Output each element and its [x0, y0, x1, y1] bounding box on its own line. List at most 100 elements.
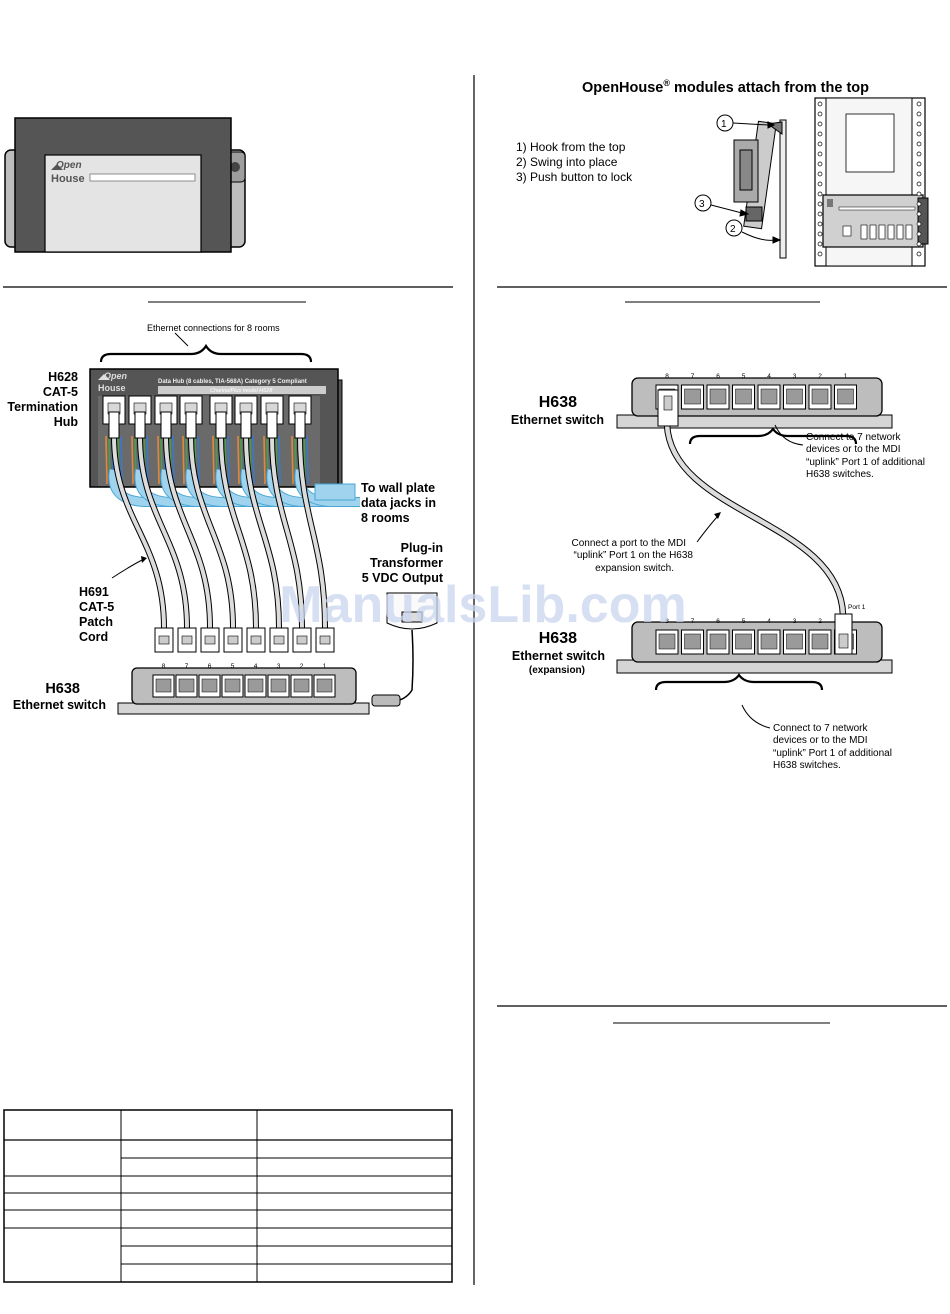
- module-port: [887, 224, 895, 240]
- port-number: 2: [818, 618, 822, 625]
- bottom-switch-desc: Ethernet switch: [512, 649, 605, 663]
- hub-wire: [306, 435, 309, 485]
- mount-hole: [916, 221, 922, 227]
- note-leader-top: [774, 424, 804, 446]
- port-number: 4: [767, 373, 771, 380]
- patch-plug-hub: [108, 411, 120, 439]
- patch-cords: [108, 411, 335, 653]
- patch-label-cat5: CAT-5: [79, 600, 114, 614]
- port-number: 4: [767, 618, 771, 625]
- patch-plug-contacts: [158, 635, 170, 645]
- switch-port-socket: [224, 678, 241, 693]
- switch-port-socket: [270, 678, 287, 693]
- switch-port-socket: [786, 633, 803, 650]
- port-number: 7: [691, 618, 695, 625]
- mount-hole: [817, 151, 823, 157]
- port-number: 6: [208, 663, 212, 670]
- port-number: 2: [818, 373, 822, 380]
- switch-port-socket: [760, 388, 778, 405]
- patch-plug-hub: [134, 411, 146, 439]
- note-leader-bottom: [741, 704, 771, 729]
- hub-wire: [227, 435, 230, 485]
- hub-wire: [120, 435, 123, 485]
- hub-wire: [157, 435, 160, 485]
- port-number: 1: [844, 373, 848, 380]
- mount-hole: [817, 181, 823, 187]
- switch-port-socket: [684, 388, 701, 405]
- transformer-label-line1: Plug-in: [401, 541, 443, 555]
- callout-markers: 1 3 2: [694, 114, 782, 244]
- wall-label-line2: data jacks in: [361, 496, 436, 510]
- port-number: 7: [185, 663, 189, 670]
- switch-port-socket: [155, 678, 172, 693]
- connect-note-top: Connect to 7 network devices or to the M…: [806, 432, 925, 480]
- mount-hole: [916, 181, 922, 187]
- wall-cable-bundle: [314, 483, 356, 501]
- port-number: 5: [742, 618, 746, 625]
- mount-hole: [817, 141, 823, 147]
- page-rules: [3, 75, 947, 1285]
- patch-label: H691 CAT-5 Patch Cord: [79, 585, 114, 644]
- patch-plug-hub: [160, 411, 172, 439]
- connect-note-bottom-1: Connect to 7 network: [773, 723, 868, 734]
- enclosure-front-view: [814, 97, 929, 267]
- transformer-label: Plug-in Transformer 5 VDC Output: [362, 541, 444, 585]
- hub-to-switch-diagram: Ethernet connections for 8 rooms H628 CA…: [7, 323, 444, 715]
- port-number: 8: [665, 373, 669, 380]
- patch-plug-hub: [294, 411, 306, 439]
- callout-3: 3: [699, 199, 705, 210]
- watermark: ManualsLib.com: [279, 576, 686, 634]
- left-switch-ports: [152, 674, 336, 698]
- enclosure-mount-holes: [817, 101, 922, 257]
- connect-note-top-1: Connect to 7 network: [806, 432, 901, 443]
- patch-plug-contacts: [296, 635, 308, 645]
- patch-plug-contacts: [319, 635, 331, 645]
- hub-print-text: Data Hub (8 cables, TIA-568A) Category 5…: [158, 379, 307, 385]
- brace-bottom-ports: [654, 673, 824, 691]
- top-switch-model: H638: [539, 394, 577, 411]
- mount-hole: [916, 161, 922, 167]
- module-port: [896, 224, 904, 240]
- port-number: 4: [254, 663, 258, 670]
- mount-hole: [916, 241, 922, 247]
- hub-wire: [263, 435, 266, 485]
- switch-port-socket: [837, 388, 854, 405]
- mounting-title: OpenHouse® modules attach from the top: [582, 78, 869, 96]
- port-number: 3: [793, 373, 797, 380]
- switch-port-socket: [293, 678, 310, 693]
- top-switch-desc: Ethernet switch: [511, 413, 604, 427]
- port-number: 8: [162, 663, 166, 670]
- mount-hole: [916, 201, 922, 207]
- patch-cord: [244, 435, 281, 629]
- transformer-label-line3: 5 VDC Output: [362, 571, 444, 585]
- module-port: [878, 224, 886, 240]
- patch-cord: [189, 435, 235, 629]
- patch-label-cord: Cord: [79, 630, 108, 644]
- bottom-switch-expansion: (expansion): [529, 665, 585, 676]
- port-number: 8: [665, 618, 669, 625]
- switch-port-socket: [178, 678, 195, 693]
- switch-port-socket: [658, 633, 676, 650]
- spec-table: [3, 1109, 453, 1283]
- mounting-step-2: 2) Swing into place: [516, 155, 618, 169]
- connect-note-bottom-4: H638 switches.: [773, 760, 841, 771]
- logo-line1: Open: [56, 160, 82, 171]
- mount-hole: [817, 131, 823, 137]
- mount-hole: [817, 211, 823, 217]
- switch-port-socket: [735, 388, 752, 405]
- switch-port-socket: [201, 678, 218, 693]
- hub-print-model: ChannelPlus model H628: [210, 388, 273, 394]
- wall-label-line1: To wall plate: [361, 481, 435, 495]
- mount-hole: [916, 151, 922, 157]
- patch-plug-contacts: [227, 635, 239, 645]
- uplink-note-leader: [696, 516, 718, 543]
- mount-hole: [817, 191, 823, 197]
- hub-logo-line1: Open: [104, 371, 128, 381]
- switch-port-socket: [786, 388, 803, 405]
- mount-hole: [916, 131, 922, 137]
- mount-hole: [817, 171, 823, 177]
- patch-plug-hub: [266, 411, 278, 439]
- connect-note-top-4: H638 switches.: [806, 469, 874, 480]
